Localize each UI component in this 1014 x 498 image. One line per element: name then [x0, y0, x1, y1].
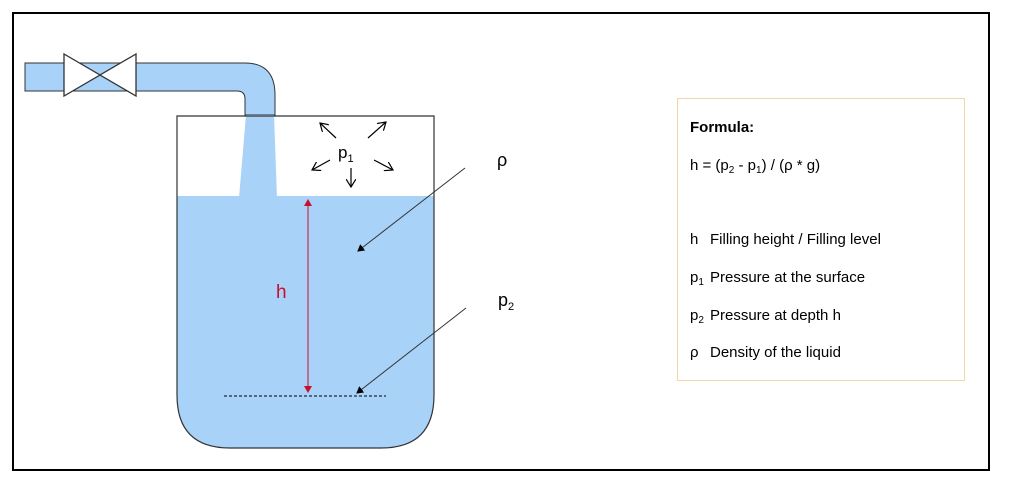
rho-pointer: [357, 167, 466, 252]
tank-outline: [176, 115, 435, 449]
inlet-pipe: [24, 62, 276, 116]
outer-frame: [12, 12, 990, 471]
surface-pressure-arrows: [312, 122, 393, 187]
p1-label: p1: [338, 143, 354, 165]
p2-label: p2: [498, 290, 514, 313]
h-label: h: [276, 282, 287, 303]
valve-icon: [63, 52, 137, 98]
p2-pointer: [356, 307, 467, 394]
rho-label: ρ: [497, 150, 507, 170]
legend-title: Formula:: [690, 119, 755, 136]
inflow-stream: [239, 115, 277, 198]
tank-liquid: [177, 196, 434, 448]
formula-text: h = (p2 - p1) / (ρ * g): [690, 157, 821, 176]
